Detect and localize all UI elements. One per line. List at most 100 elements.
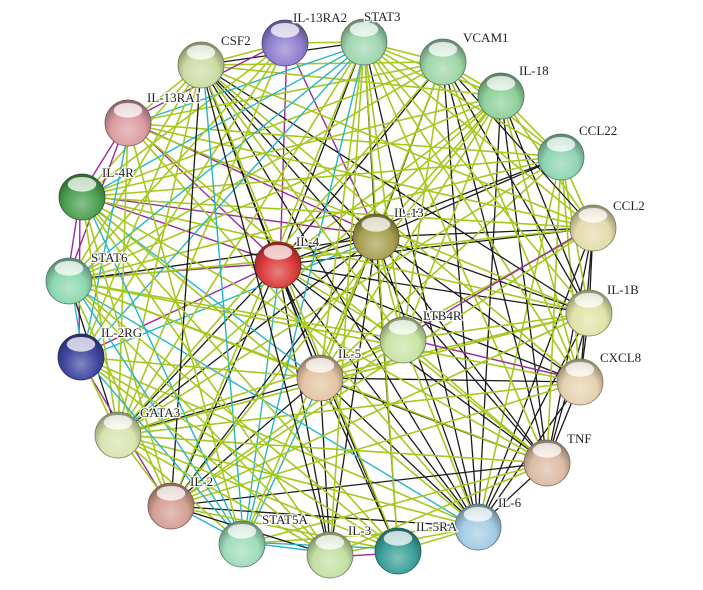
node-highlight-vcam1 — [428, 41, 458, 57]
node-label-il-13ra1: IL-13RA1 — [147, 90, 201, 105]
node-label-il-3: IL-3 — [348, 523, 371, 538]
node-label-il-2: IL-2 — [190, 474, 213, 489]
node-label-il-4: IL-4 — [296, 234, 320, 249]
edge-il-5-csf2 — [200, 64, 321, 379]
node-il-13ra2[interactable]: IL-13RA2 — [261, 9, 348, 67]
node-cxcl8[interactable]: CXCL8 — [556, 349, 642, 406]
node-highlight-il-3 — [315, 534, 345, 550]
edge-il-18-gata3 — [117, 95, 502, 436]
edge-il-1b-il-2 — [170, 312, 590, 507]
node-stat5a[interactable]: STAT5A — [218, 511, 310, 568]
node-label-vcam1: VCAM1 — [463, 30, 509, 45]
edge-ccl2-il-2 — [170, 227, 594, 507]
node-label-il-18: IL-18 — [519, 63, 549, 78]
node-highlight-stat6 — [54, 260, 84, 276]
edge-vcam1-csf2 — [200, 61, 444, 66]
edge-csf2-il-5ra — [200, 64, 399, 552]
edge-ltb4r-csf2 — [200, 64, 404, 341]
node-il-5[interactable]: IL-5 — [296, 345, 362, 402]
node-highlight-il-18 — [486, 75, 516, 91]
node-label-il-5: IL-5 — [338, 346, 361, 361]
node-highlight-csf2 — [186, 44, 216, 60]
node-label-stat3: STAT3 — [364, 9, 401, 24]
node-highlight-il-13ra1 — [113, 102, 143, 118]
edge-ltb4r-vcam1 — [402, 61, 444, 341]
edge-il-6-il-13ra1 — [127, 122, 479, 528]
node-il-18[interactable]: IL-18 — [477, 62, 550, 120]
node-label-ccl2: CCL2 — [613, 198, 645, 213]
node-highlight-tnf — [532, 442, 562, 458]
edge-ccl2-il-13ra1 — [127, 122, 594, 229]
edge-csf2-il-3 — [200, 64, 331, 556]
edge-stat3-stat6 — [69, 42, 366, 284]
node-il-13ra1[interactable]: IL-13RA1 — [104, 89, 202, 147]
edge-csf2-il-2rg — [80, 64, 202, 358]
edge-il-6-ccl2 — [477, 227, 594, 528]
node-ccl22[interactable]: CCL22 — [537, 122, 619, 181]
node-vcam1[interactable]: VCAM1 — [419, 29, 510, 86]
edge-csf2-stat5a — [202, 64, 245, 545]
edge-il-18-il-2 — [170, 95, 502, 507]
node-stat3[interactable]: STAT3 — [340, 8, 402, 66]
node-ltb4r[interactable]: LTB4R — [379, 307, 463, 364]
node-label-il-2rg: IL-2RG — [101, 325, 142, 340]
edge-il-13-il-4r — [81, 194, 377, 236]
node-highlight-ltb4r — [388, 319, 418, 335]
edge-il-13ra1-gata3 — [117, 122, 129, 436]
node-il-3[interactable]: IL-3 — [306, 522, 372, 579]
node-il-5ra[interactable]: IL-5RA — [374, 518, 459, 575]
edge-il-5-il-6 — [319, 377, 479, 528]
edge-il-13ra1-stat5a — [127, 122, 243, 545]
edge-cxcl8-il-18 — [500, 95, 581, 383]
edge-ltb4r-il-18 — [402, 95, 502, 341]
edge-tnf-vcam1 — [442, 61, 548, 464]
edge-cxcl8-vcam1 — [442, 61, 581, 383]
node-highlight-stat3 — [349, 21, 379, 37]
node-label-il-13ra2: IL-13RA2 — [293, 10, 347, 25]
node-il-4r[interactable]: IL-4R — [58, 164, 135, 221]
node-tnf[interactable]: TNF — [523, 430, 593, 487]
node-label-il-1b: IL-1B — [607, 282, 639, 297]
edge-il-13ra2-il-4r — [81, 42, 286, 198]
edge-il-1b-ltb4r — [402, 312, 590, 341]
edge-cxcl8-ccl22 — [560, 156, 581, 383]
edge-il-6-ccl22 — [477, 156, 562, 528]
edge-stat3-il-2rg — [81, 42, 367, 360]
edge-stat6-il-3 — [68, 280, 331, 556]
node-ccl2[interactable]: CCL2 — [569, 197, 646, 252]
node-label-il-5ra: IL-5RA — [416, 519, 458, 534]
edge-il-13-gata3 — [117, 236, 377, 436]
edge-il-13-tnf — [375, 236, 548, 464]
edge-il-4-il-6 — [277, 264, 479, 528]
edge-il-4-stat5a — [243, 264, 281, 545]
node-highlight-il-6 — [463, 506, 493, 522]
edge-tnf-stat3 — [363, 41, 548, 464]
node-il-2rg[interactable]: IL-2RG — [57, 324, 143, 381]
edge-cxcl8-ltb4r — [402, 337, 582, 381]
edge-il-4r-stat5a — [83, 195, 245, 544]
edge-tnf-il-13ra1 — [127, 122, 548, 464]
node-il-2[interactable]: IL-2 — [147, 473, 214, 530]
edge-il-5-ccl22 — [319, 156, 562, 379]
node-highlight-ccl2 — [578, 207, 608, 223]
node-il-13[interactable]: IL-13 — [352, 204, 425, 261]
node-highlight-il-2 — [156, 485, 186, 501]
node-highlight-il-5 — [305, 357, 335, 373]
node-gata3[interactable]: GATA3 — [94, 404, 181, 459]
node-il-6[interactable]: IL-6 — [454, 494, 523, 551]
node-csf2[interactable]: CSF2 — [177, 32, 252, 89]
edge-gata3-il-5ra — [117, 434, 399, 552]
node-il-4[interactable]: IL-4 — [254, 233, 321, 289]
edge-stat6-stat5a — [69, 279, 245, 544]
edge-il-4r-il-5ra — [81, 196, 399, 552]
edge-il-5-il-2 — [170, 377, 321, 507]
node-il-1b[interactable]: IL-1B — [565, 281, 640, 337]
node-stat6[interactable]: STAT6 — [45, 249, 129, 305]
node-highlight-stat5a — [227, 523, 257, 539]
edge-ccl22-il-13ra1 — [127, 122, 562, 158]
edge-il-4r-il-3 — [81, 196, 331, 556]
node-highlight-il-4r — [67, 176, 97, 192]
node-label-gata3: GATA3 — [140, 405, 180, 420]
node-label-cxcl8: CXCL8 — [600, 350, 641, 365]
